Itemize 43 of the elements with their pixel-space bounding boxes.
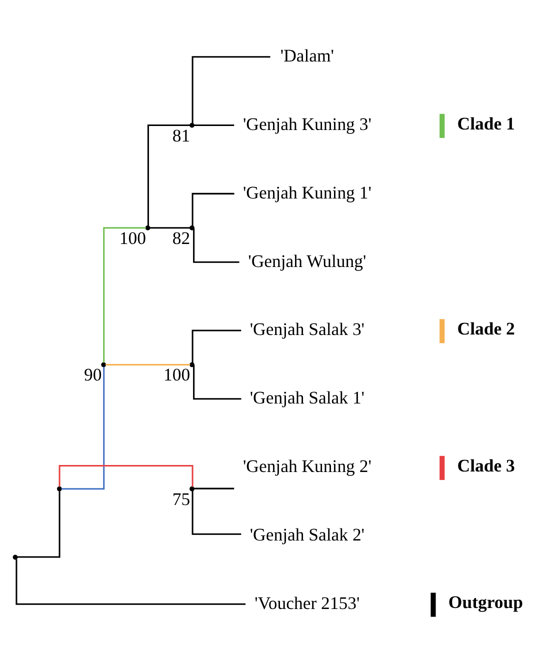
connector	[194, 124, 234, 126]
node-text: 'Genjah Kuning 3'	[242, 114, 372, 134]
node-label: 82	[172, 228, 190, 248]
node-label: 100	[164, 364, 190, 385]
node-text: 'Genjah Salak 2'	[250, 524, 365, 544]
node-label: 100	[119, 228, 146, 248]
node-label: 81	[172, 125, 190, 146]
node-label: 75	[172, 488, 190, 509]
label: Outgroup	[448, 592, 523, 612]
connector	[192, 56, 270, 123]
connector	[192, 192, 234, 226]
connector	[105, 364, 190, 366]
node-point	[190, 486, 194, 492]
node-text: 'Dalam'	[280, 46, 334, 66]
connector	[147, 124, 190, 226]
node-text: 'Genjah Salak 3'	[250, 319, 365, 340]
connector	[194, 488, 234, 490]
connector	[103, 227, 146, 363]
connector	[16, 559, 246, 605]
node-text: 'Genjah Salak 1'	[250, 388, 365, 408]
connector	[192, 330, 242, 363]
connector	[58, 465, 194, 487]
node-point	[12, 554, 18, 560]
node-point	[101, 362, 106, 368]
connector	[61, 366, 105, 490]
node-label: 90	[84, 364, 102, 385]
node-point	[145, 225, 150, 230]
node-point	[190, 122, 194, 128]
node-text: 'Genjah Kuning 1'	[242, 182, 372, 202]
connector	[193, 364, 242, 400]
node-text: 'Voucher 2153'	[254, 592, 360, 613]
connector	[17, 491, 60, 558]
label: Clade 2	[457, 318, 515, 339]
connector	[193, 228, 240, 263]
node-text: 'Genjah Wulung'	[248, 250, 366, 271]
node-point	[190, 362, 194, 368]
label: Clade 3	[457, 455, 515, 476]
node-point	[56, 486, 62, 492]
node-text: 'Genjah Kuning 2'	[242, 456, 372, 476]
node-point	[190, 225, 194, 230]
label: Clade 1	[457, 113, 515, 134]
connector	[150, 227, 190, 229]
connector	[192, 490, 242, 535]
